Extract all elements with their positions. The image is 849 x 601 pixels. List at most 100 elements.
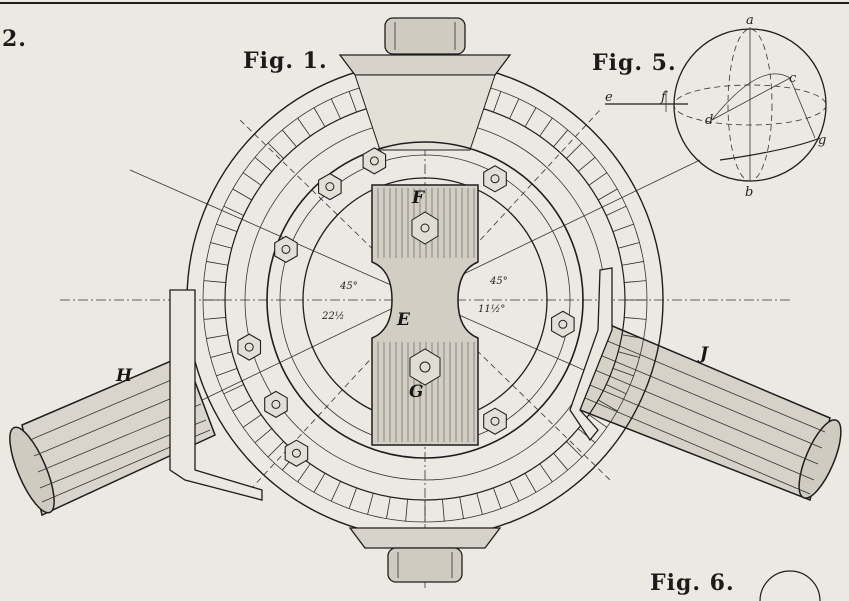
gear-tooth: [348, 487, 357, 509]
gear-tooth: [330, 98, 341, 119]
gear-tooth: [210, 242, 232, 249]
gear-tooth: [566, 441, 583, 458]
gear-tooth: [493, 487, 502, 509]
gear-tooth: [267, 441, 284, 458]
gear-tooth: [223, 205, 244, 216]
top-hub: [338, 17, 512, 151]
gear-tooth: [493, 91, 502, 113]
angle-left-top: 45°: [339, 281, 358, 292]
fig1-title: Fig. 1.: [243, 48, 328, 74]
gear-tooth: [612, 368, 634, 377]
angle-right-top: 45°: [489, 276, 508, 287]
gear-tooth: [232, 399, 252, 412]
gear-tooth: [598, 399, 618, 412]
bolt: [274, 235, 298, 264]
gear-tooth: [509, 481, 520, 502]
gear-tooth: [612, 223, 634, 232]
gear-tooth: [367, 493, 374, 515]
fig5-label-f: f: [660, 90, 668, 105]
gear-tooth: [242, 172, 262, 186]
gear-tooth: [618, 351, 640, 358]
gear-tooth: [598, 188, 618, 201]
gear-tooth: [459, 496, 464, 519]
label-h: H: [115, 366, 133, 386]
gear-tooth: [624, 317, 647, 320]
gear-tooth: [621, 261, 644, 266]
label-j: J: [697, 344, 709, 364]
angle-right-bottom: 11½°: [478, 304, 505, 315]
gear-tooth: [313, 473, 326, 493]
gear-tooth: [524, 473, 537, 493]
gear-tooth: [348, 91, 357, 113]
gear-tooth: [509, 98, 520, 119]
gear-tooth: [539, 463, 553, 483]
gear-tooth: [539, 117, 553, 137]
bottom-hub: [348, 527, 502, 583]
bolt: [318, 172, 342, 201]
gear-tooth: [206, 261, 229, 266]
gear-tooth: [267, 142, 284, 159]
gear-tooth: [553, 452, 569, 471]
gear-tooth: [330, 481, 341, 502]
gear-tooth: [566, 142, 583, 159]
fig5-sphere: [605, 27, 827, 182]
bolt: [264, 390, 288, 419]
fig5-label-b: b: [745, 185, 753, 200]
central-spindle: [371, 184, 479, 446]
fig5-label-d: d: [705, 113, 713, 128]
bolt: [483, 407, 507, 435]
bolt: [551, 310, 575, 338]
bolt: [237, 333, 262, 361]
fig5-label-a: a: [746, 13, 754, 28]
gear-tooth: [606, 384, 627, 395]
gear-tooth: [216, 223, 238, 232]
gear-tooth: [223, 384, 244, 395]
label-f: F: [411, 188, 426, 208]
gear-tooth: [405, 499, 408, 522]
gear-tooth: [386, 496, 391, 519]
pipe-j: [579, 323, 842, 502]
left-flange: [169, 289, 263, 501]
bolt-heads: [237, 147, 575, 467]
gear-tooth: [203, 280, 226, 283]
gear-tooth: [216, 368, 238, 377]
gear-tooth: [297, 117, 311, 137]
gear-tooth: [203, 317, 226, 320]
label-g: G: [409, 382, 424, 402]
fig5-label-g: g: [818, 133, 826, 148]
fig6-title: Fig. 6.: [650, 570, 735, 596]
gear-tooth: [206, 334, 229, 339]
gear-tooth: [254, 428, 273, 444]
gear-tooth: [242, 414, 262, 428]
gear-tooth: [621, 334, 644, 339]
angle-left-bottom: 22½: [321, 311, 344, 322]
gear-tooth: [624, 280, 647, 283]
gear-tooth: [254, 156, 273, 172]
fig5-title: Fig. 5.: [592, 50, 677, 76]
gear-tooth: [524, 107, 537, 127]
gear-tooth: [476, 493, 483, 515]
fig5-label-c: c: [789, 71, 797, 86]
gear-tooth: [618, 242, 640, 249]
page-number: 2.: [2, 26, 27, 52]
gear-tooth: [553, 129, 569, 148]
gear-tooth: [210, 351, 232, 358]
bolt: [284, 439, 309, 467]
gear-tooth: [442, 499, 445, 522]
label-e: E: [396, 310, 411, 330]
bolt: [483, 165, 507, 193]
bolt: [362, 147, 387, 175]
gear-tooth: [588, 172, 608, 186]
gear-tooth: [313, 107, 326, 127]
right-flange: [569, 267, 613, 442]
gear-tooth: [606, 205, 627, 216]
fig6-circle: [759, 570, 821, 601]
gear-tooth: [281, 129, 297, 148]
gear-tooth: [588, 414, 608, 428]
fig5-label-e: e: [605, 90, 613, 105]
gear-tooth: [297, 463, 311, 483]
gear-tooth: [577, 156, 596, 172]
gear-tooth: [232, 188, 252, 201]
